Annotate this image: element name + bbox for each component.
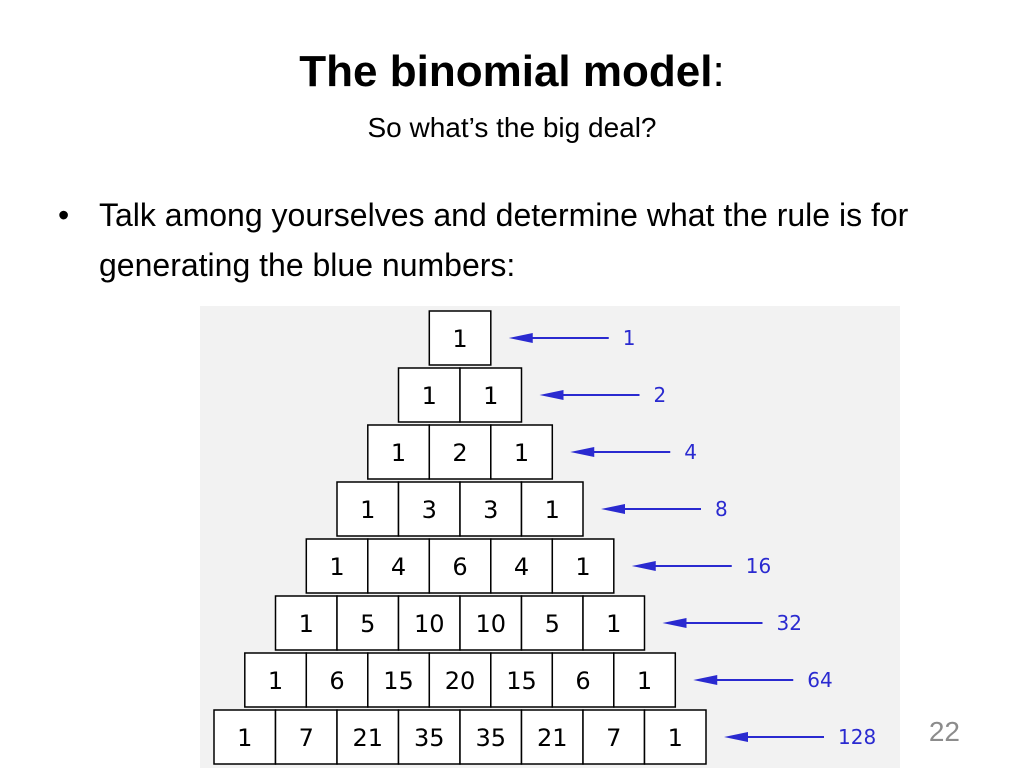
pyramid-cell-value: 1 xyxy=(360,496,375,524)
pyramid-cell xyxy=(367,424,431,480)
pyramid-cell-value: 1 xyxy=(299,610,314,638)
arrow-left-icon xyxy=(570,447,595,457)
pyramid-cell xyxy=(367,652,431,708)
slide-subtitle: So what’s the big deal? xyxy=(367,112,657,143)
pyramid-cell xyxy=(305,538,369,594)
pyramid-cell-value: 3 xyxy=(483,496,498,524)
arrow-left-icon xyxy=(631,561,656,571)
pyramid-cell-value: 1 xyxy=(237,724,252,752)
arrow-left-icon xyxy=(693,675,718,685)
pyramid-cell xyxy=(244,652,308,708)
row-total: 1 xyxy=(623,326,636,350)
pyramid-cell xyxy=(490,424,554,480)
row-total: 8 xyxy=(715,497,728,521)
pyramid-cell-value: 1 xyxy=(637,667,652,695)
pyramid-cell-value: 5 xyxy=(545,610,560,638)
pyramid-cell xyxy=(305,652,369,708)
pyramid-cell-value: 7 xyxy=(606,724,621,752)
slide-title: The binomial model: xyxy=(0,44,1024,100)
pyramid-cell-value: 4 xyxy=(514,553,529,581)
pyramid-cell xyxy=(428,538,492,594)
pyramid-cell xyxy=(582,709,646,765)
arrow-left-icon xyxy=(662,618,687,628)
pyramid-cell-value: 10 xyxy=(476,610,507,638)
pyramid-cell xyxy=(397,595,461,651)
pyramid-cell-value: 6 xyxy=(329,667,344,695)
row-total: 32 xyxy=(777,611,802,635)
pyramid-cell-value: 1 xyxy=(422,382,437,410)
arrow-left-icon xyxy=(508,333,533,343)
pyramid-cell-value: 10 xyxy=(414,610,445,638)
pyramid-cell-value: 4 xyxy=(391,553,406,581)
pyramid-cell xyxy=(582,595,646,651)
pyramid-cell xyxy=(520,709,584,765)
pyramid-cell-value: 15 xyxy=(383,667,414,695)
pyramid-cell xyxy=(490,652,554,708)
pyramid-cell-value: 1 xyxy=(606,610,621,638)
pyramid-cell xyxy=(520,481,584,537)
pyramid-cell-value: 1 xyxy=(452,325,467,353)
pyramid-cell xyxy=(367,538,431,594)
bullet-item: • Talk among yourselves and determine wh… xyxy=(58,190,958,290)
pyramid-cell xyxy=(551,652,615,708)
bullet-dot: • xyxy=(58,197,70,233)
pyramid-cell-value: 35 xyxy=(476,724,507,752)
arrow-left-icon xyxy=(539,390,564,400)
pyramid-cell-value: 6 xyxy=(575,667,590,695)
pyramid-cell-value: 1 xyxy=(483,382,498,410)
pyramid-cell xyxy=(213,709,277,765)
arrow-left-icon xyxy=(601,504,625,514)
pyramid-cell xyxy=(643,709,707,765)
pyramid-cell-value: 35 xyxy=(414,724,445,752)
pyramid-cell-value: 1 xyxy=(391,439,406,467)
bullet-text: Talk among yourselves and determine what… xyxy=(99,197,909,283)
row-total: 2 xyxy=(654,383,667,407)
pyramid-cell xyxy=(397,709,461,765)
pyramid-cell xyxy=(459,595,523,651)
pyramid-cell-value: 1 xyxy=(668,724,683,752)
pyramid-cell-value: 1 xyxy=(329,553,344,581)
pyramid-cell xyxy=(551,538,615,594)
row-total: 64 xyxy=(807,668,832,692)
pyramid-cell xyxy=(428,310,492,366)
pyramid-cell xyxy=(459,367,523,423)
pyramid-cell xyxy=(274,595,338,651)
pyramid-cell-value: 3 xyxy=(422,496,437,524)
pyramid-cell-value: 1 xyxy=(268,667,283,695)
pyramid-cell xyxy=(490,538,554,594)
pyramid-cell xyxy=(397,481,461,537)
pyramid-cell-value: 1 xyxy=(575,553,590,581)
slide-title-colon: : xyxy=(712,47,725,96)
row-total: 4 xyxy=(684,440,697,464)
pyramid-cell xyxy=(428,652,492,708)
pyramid-cell xyxy=(336,709,400,765)
pyramid-cell-value: 1 xyxy=(514,439,529,467)
slide-title-text: The binomial model xyxy=(299,47,713,96)
pyramid-cell-value: 2 xyxy=(452,439,467,467)
pyramid-cell-value: 7 xyxy=(299,724,314,752)
pyramid-cell-value: 1 xyxy=(545,496,560,524)
pyramid-cell-value: 21 xyxy=(537,724,568,752)
pyramid-cell xyxy=(520,595,584,651)
pyramid-cell-value: 15 xyxy=(506,667,537,695)
pyramid-cell xyxy=(613,652,677,708)
arrow-left-icon xyxy=(724,732,748,742)
pyramid-cell-value: 5 xyxy=(360,610,375,638)
pyramid-cell xyxy=(459,709,523,765)
pyramid-cell-value: 20 xyxy=(445,667,476,695)
row-total: 128 xyxy=(838,725,876,749)
pyramid-cell xyxy=(428,424,492,480)
pyramid-cell-value: 21 xyxy=(353,724,384,752)
page-number: 22 xyxy=(928,716,960,747)
row-total: 16 xyxy=(746,554,771,578)
pyramid-cell xyxy=(397,367,461,423)
pyramid-cell-value: 6 xyxy=(452,553,467,581)
